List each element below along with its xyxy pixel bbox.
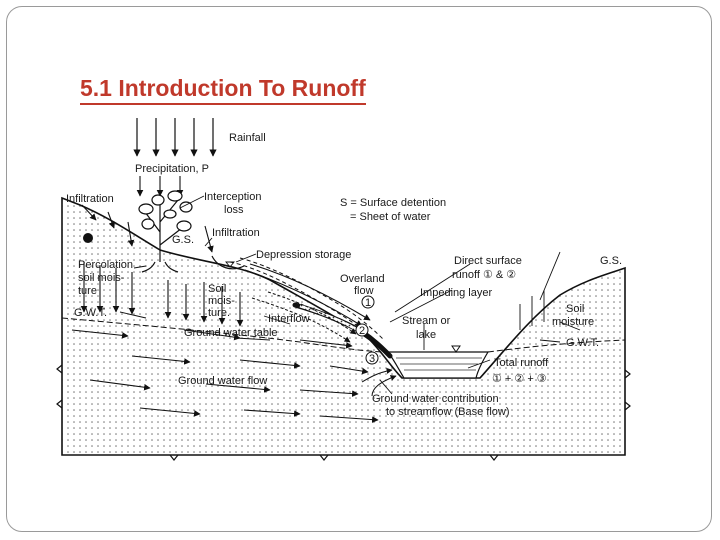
interflow-label: Interflow xyxy=(268,313,310,325)
rainfall-label: Rainfall xyxy=(229,132,266,144)
surface-detention-label-2: = Sheet of water xyxy=(350,211,431,223)
infiltration-left-label: Infiltration xyxy=(66,193,114,205)
gw-contribution-label-2: to streamflow (Base flow) xyxy=(386,406,509,418)
marker-3-text: 3 xyxy=(369,353,375,365)
depression-storage-pond xyxy=(211,255,245,270)
gs-left-label: G.S. xyxy=(172,234,194,246)
soil-body xyxy=(61,196,626,456)
water-level-marker xyxy=(451,345,461,353)
marker-2-circle: 2 xyxy=(355,323,369,337)
percolation-label-1: Percolation xyxy=(78,259,133,271)
stream-or-lake-label-2: lake xyxy=(416,329,436,341)
slide-frame xyxy=(6,6,712,532)
right-edge-break xyxy=(624,369,631,411)
impeding-layer-label: Impeding layer xyxy=(420,287,492,299)
bottom-edge-break xyxy=(169,454,499,461)
depression-storage-label: Depression storage xyxy=(256,249,351,261)
soil-moisture-mid-label-2: mois- xyxy=(208,295,235,307)
soil-moisture-right-label-2: moisture xyxy=(552,316,594,328)
tree-icon xyxy=(138,190,193,273)
soil-moisture-mid-label-3: ture. xyxy=(208,307,230,319)
marker-2-text: 2 xyxy=(359,325,365,337)
overland-flow-label-2: flow xyxy=(354,285,374,297)
marker-1-circle: 1 xyxy=(361,295,375,309)
interception-label-1: Interception xyxy=(204,191,261,203)
soil-moisture-mid-label-1: Soil xyxy=(208,283,226,295)
precipitation-label: Precipitation, P xyxy=(135,163,209,175)
overland-flow-arrows xyxy=(244,263,371,327)
total-runoff-label-1: Total runoff xyxy=(494,357,549,369)
percolation-label-2: soil mois- xyxy=(78,272,125,284)
water-lines xyxy=(396,357,482,371)
slide-title: 5.1 Introduction To Runoff xyxy=(80,74,366,105)
infiltration-mid-label: Infiltration xyxy=(212,227,260,239)
ground-water-table-line xyxy=(61,317,626,353)
interflow-arrows xyxy=(251,291,357,343)
gw-contribution-label-1: Ground water contribution xyxy=(372,393,499,405)
surface-detention-label-1: S = Surface detention xyxy=(340,197,446,209)
soil-moisture-right-label-1: Soil xyxy=(566,303,584,315)
ground-surface-marker xyxy=(83,233,93,243)
marker-1-text: 1 xyxy=(365,297,371,309)
percolation-label-3: ture xyxy=(78,285,97,297)
leader-lines xyxy=(119,195,581,395)
depression-storage-water xyxy=(225,261,235,268)
gs-right-label: G.S. xyxy=(600,255,622,267)
marker-3-circle: 3 xyxy=(365,351,379,365)
ground-water-flow-label: Ground water flow xyxy=(178,375,267,387)
gwt-right-label: G.W.T. xyxy=(566,337,599,349)
rainfall-arrows xyxy=(133,118,217,157)
ground-water-flow-arrows xyxy=(71,329,379,423)
direct-surface-runoff-label-2: runoff ① & ② xyxy=(452,269,516,281)
direct-surface-runoff-label-1: Direct surface xyxy=(454,255,522,267)
surface-detention-layer-2 xyxy=(239,257,385,341)
left-edge-break xyxy=(56,364,63,409)
total-runoff-label-2: ① + ② + ③ xyxy=(492,373,547,385)
stream-or-lake-label-1: Stream or xyxy=(402,315,451,327)
base-flow-arrows xyxy=(361,367,397,397)
percolation-arrows xyxy=(80,262,244,327)
stream-water xyxy=(386,351,490,379)
gwt-left-label: G.W.T. xyxy=(74,307,107,319)
overland-flow-label-1: Overland xyxy=(340,273,385,285)
interception-label-2: loss xyxy=(224,204,244,216)
soil-moisture-right-marks xyxy=(519,290,545,330)
ground-water-table-label: Ground water table xyxy=(184,327,278,339)
